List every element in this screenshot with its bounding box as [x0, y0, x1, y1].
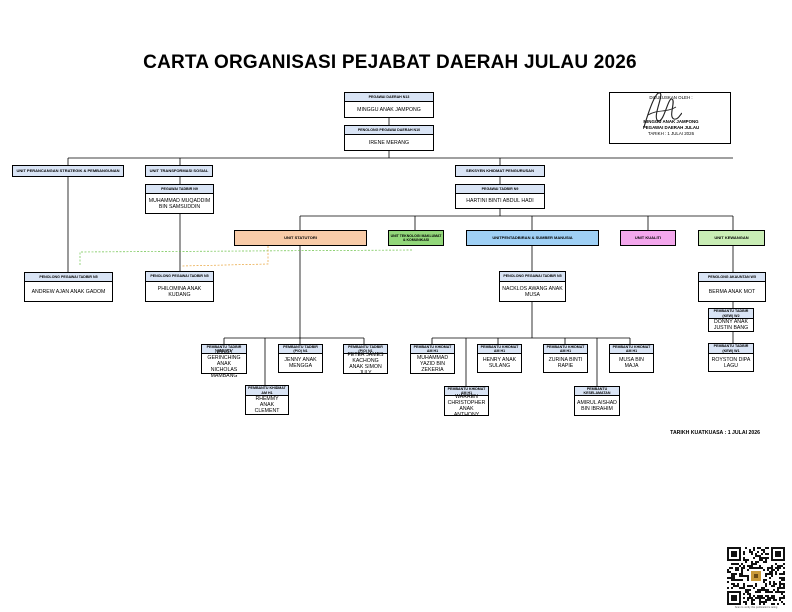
node-name: MINGGU ANAK JAMPONG: [357, 106, 421, 113]
signature-mark: [643, 92, 682, 128]
node-name: WARREN CHRISTOPHER ANAK ANTHONY: [447, 393, 486, 418]
node-name: IRENE MERANG: [368, 139, 410, 146]
node-name: JENNY ANAK MENGGA: [284, 357, 317, 369]
qr-code[interactable]: [727, 547, 785, 605]
effective-date: TARIKH KUATKUASA : 1 JULAI 2026: [670, 430, 760, 436]
node-psm-staff-3: PEMBANTU KHIDMAT AM H1 ZURINA BINTI RAPI…: [543, 344, 588, 373]
unit-pentadbiran-sumber-manusia: UNITPENTADBIRAN & SUMBER MANUSIA: [466, 230, 599, 246]
node-psm-staff-4: PEMBANTU KHIDMAT AM H1 MUSA BIN MAJA: [609, 344, 654, 373]
node-psm-staff-1: PEMBANTU KHIDMAT AM H1 MUHAMMAD YAZID BI…: [410, 344, 455, 374]
node-name: MUSA BIN MAJA: [619, 357, 644, 369]
node-name: NACKLOS AWANG ANAK MUSA: [502, 285, 563, 298]
node-title: PEMBANTU TADBIR (P/O) N1: [344, 345, 387, 354]
node-pt-uts: PEGAWAI TADBIR N9 MUHAMMAD MUQADDIM BIN …: [145, 184, 214, 214]
node-name: PETER JAMES KACHONG ANAK SIMON JULY: [347, 351, 384, 376]
approval-header: DILULUSKAN OLEH :: [649, 95, 693, 100]
node-title: PENOLONG AKAUNTAN W5: [699, 273, 765, 282]
node-statutori-staff-3: PEMBANTU TADBIR (P/O) N1 PETER JAMES KAC…: [343, 344, 388, 376]
node-name: BERMA ANAK MOT: [708, 288, 756, 295]
approval-date: TARIKH : 1 JULAI 2026: [647, 131, 695, 136]
node-title: PEGAWAI TADBIR N9: [146, 185, 213, 194]
node-title: PEMBANTU TADBIR (KEW) W1: [709, 344, 753, 354]
node-pegawai-daerah: PEGAWAI DAERAH N13 MINGGU ANAK JAMPONG: [344, 92, 434, 118]
node-name: PHILOMINA ANAK KUDANG: [157, 285, 202, 298]
node-pt-kew-w2: PEMBANTU TADBIR (KEW) W2 DONNY ANAK JUST…: [708, 308, 754, 332]
node-title: PEMBANTU KHIDMAT AM H1: [246, 386, 288, 396]
node-name: ZURINA BINTI RAPIE: [548, 357, 583, 369]
node-name: AMIRUL AISHAD BIN IBRAHIM: [577, 399, 617, 412]
unit-kualiti: UNIT KUALITI: [620, 230, 676, 246]
node-title: PENOLONG PEGAWAI DAERAH N10: [345, 126, 433, 135]
node-title: PENOLONG PEGAWAI TADBIR N5: [146, 272, 213, 282]
node-pt-skp: PEGAWAI TADBIR N9 HARTINI BINTI ABDUL HA…: [455, 184, 545, 209]
node-psm-staff-5: PEMBANTU KHIDMAT AM H1 WARREN CHRISTOPHE…: [444, 386, 489, 418]
node-pt-kew-w1: PEMBANTU TADBIR (KEW) W1 ROYSTON DIPA LA…: [708, 343, 754, 372]
node-name: HARTINI BINTI ABDUL HADI: [466, 198, 534, 204]
node-name: ANDREW AJAN ANAK GADOM: [31, 288, 106, 295]
node-title: PEGAWAI TADBIR N9: [456, 185, 544, 194]
node-title: PENOLONG PEGAWAI TADBIR N5: [500, 272, 565, 282]
node-title: PEGAWAI DAERAH N13: [345, 93, 433, 102]
node-name: RHEMMY ANAK CLEMENT: [254, 396, 280, 414]
node-pp-uts: PENOLONG PEGAWAI TADBIR N5 PHILOMINA ANA…: [145, 271, 214, 302]
node-pp-psp: PENOLONG PEGAWAI TADBIR N5 ANDREW AJAN A…: [24, 272, 113, 302]
node-title: PEMBANTU KHIDMAT AM H1: [445, 387, 488, 396]
approval-box: DILULUSKAN OLEH : MINGGU ANAK JAMPONG PE…: [609, 92, 731, 144]
node-title: PEMBANTU TADBIR (KEW) W2: [709, 309, 753, 319]
node-name: MUHAMMAD MUQADDIM BIN SAMSUDDIN: [148, 197, 211, 210]
unit-perancangan-strategik: UNIT PERANCANGAN STRATEGIK & PEMBANGUNAN: [12, 165, 124, 177]
node-pp-psm: PENOLONG PEGAWAI TADBIR N5 NACKLOS AWANG…: [499, 271, 566, 302]
node-title: PEMBANTU TADBIR (P/O) N1: [202, 345, 246, 354]
node-penolong-pegawai-daerah: PENOLONG PEGAWAI DAERAH N10 IRENE MERANG: [344, 125, 434, 151]
node-title: PEMBANTU KHIDMAT AM H1: [478, 345, 521, 354]
node-statutori-staff-1: PEMBANTU TADBIR (P/O) N1 NANCY GERINCHIN…: [201, 344, 247, 379]
node-statutori-staff-4: PEMBANTU KHIDMAT AM H1 RHEMMY ANAK CLEME…: [245, 385, 289, 415]
node-title: PEMBANTU KHIDMAT AM H1: [544, 345, 587, 354]
approver-name: MINGGU ANAK JAMPONG: [643, 119, 699, 124]
node-title: PEMBANTU KHIDMAT AM H1: [411, 345, 454, 354]
node-name: HENRY ANAK SULANG: [482, 357, 517, 369]
node-pa-kewangan: PENOLONG AKAUNTAN W5 BERMA ANAK MOT: [698, 272, 766, 302]
node-title: PEMBANTU KHIDMAT AM H1: [610, 345, 653, 354]
unit-tmk: UNIT TEKNOLOGI MAKLUMAT & KOMUNIKASI: [388, 230, 444, 246]
seksyen-khidmat-pengurusan: SEKSYEN KHIDMAT PENGURUSAN: [455, 165, 545, 177]
node-name: ROYSTON DIPA LAGU: [711, 356, 751, 369]
chart-title: CARTA ORGANISASI PEJABAT DAERAH JULAU 20…: [143, 52, 637, 73]
node-name: MUHAMMAD YAZID BIN ZEKERIA: [416, 354, 449, 373]
node-title: PENOLONG PEGAWAI TADBIR N5: [25, 273, 112, 282]
unit-statutori: UNIT STATUTORI: [234, 230, 367, 246]
node-title: PEMBANTU TADBIR (P/O) N1: [279, 345, 322, 354]
unit-transformasi-sosial: UNIT TRANSFORMASI SOSIAL: [145, 165, 213, 177]
node-name: DONNY ANAK JUSTIN BANG: [713, 319, 749, 331]
node-psm-staff-6: PEMBANTU KESELAMATAN AMIRUL AISHAD BIN I…: [574, 386, 620, 416]
node-name: NANCY GERINCHING ANAK NICHOLAS MAMBANG: [207, 349, 241, 379]
node-title: PEMBANTU KESELAMATAN: [575, 387, 619, 396]
unit-kewangan: UNIT KEWANGAN: [698, 230, 765, 246]
qr-caption: Scan to verify this publication's rating: [734, 606, 778, 609]
node-statutori-staff-2: PEMBANTU TADBIR (P/O) N1 JENNY ANAK MENG…: [278, 344, 323, 373]
node-psm-staff-2: PEMBANTU KHIDMAT AM H1 HENRY ANAK SULANG: [477, 344, 522, 373]
approver-position: PEGAWAI DAERAH JULAU: [642, 125, 700, 130]
